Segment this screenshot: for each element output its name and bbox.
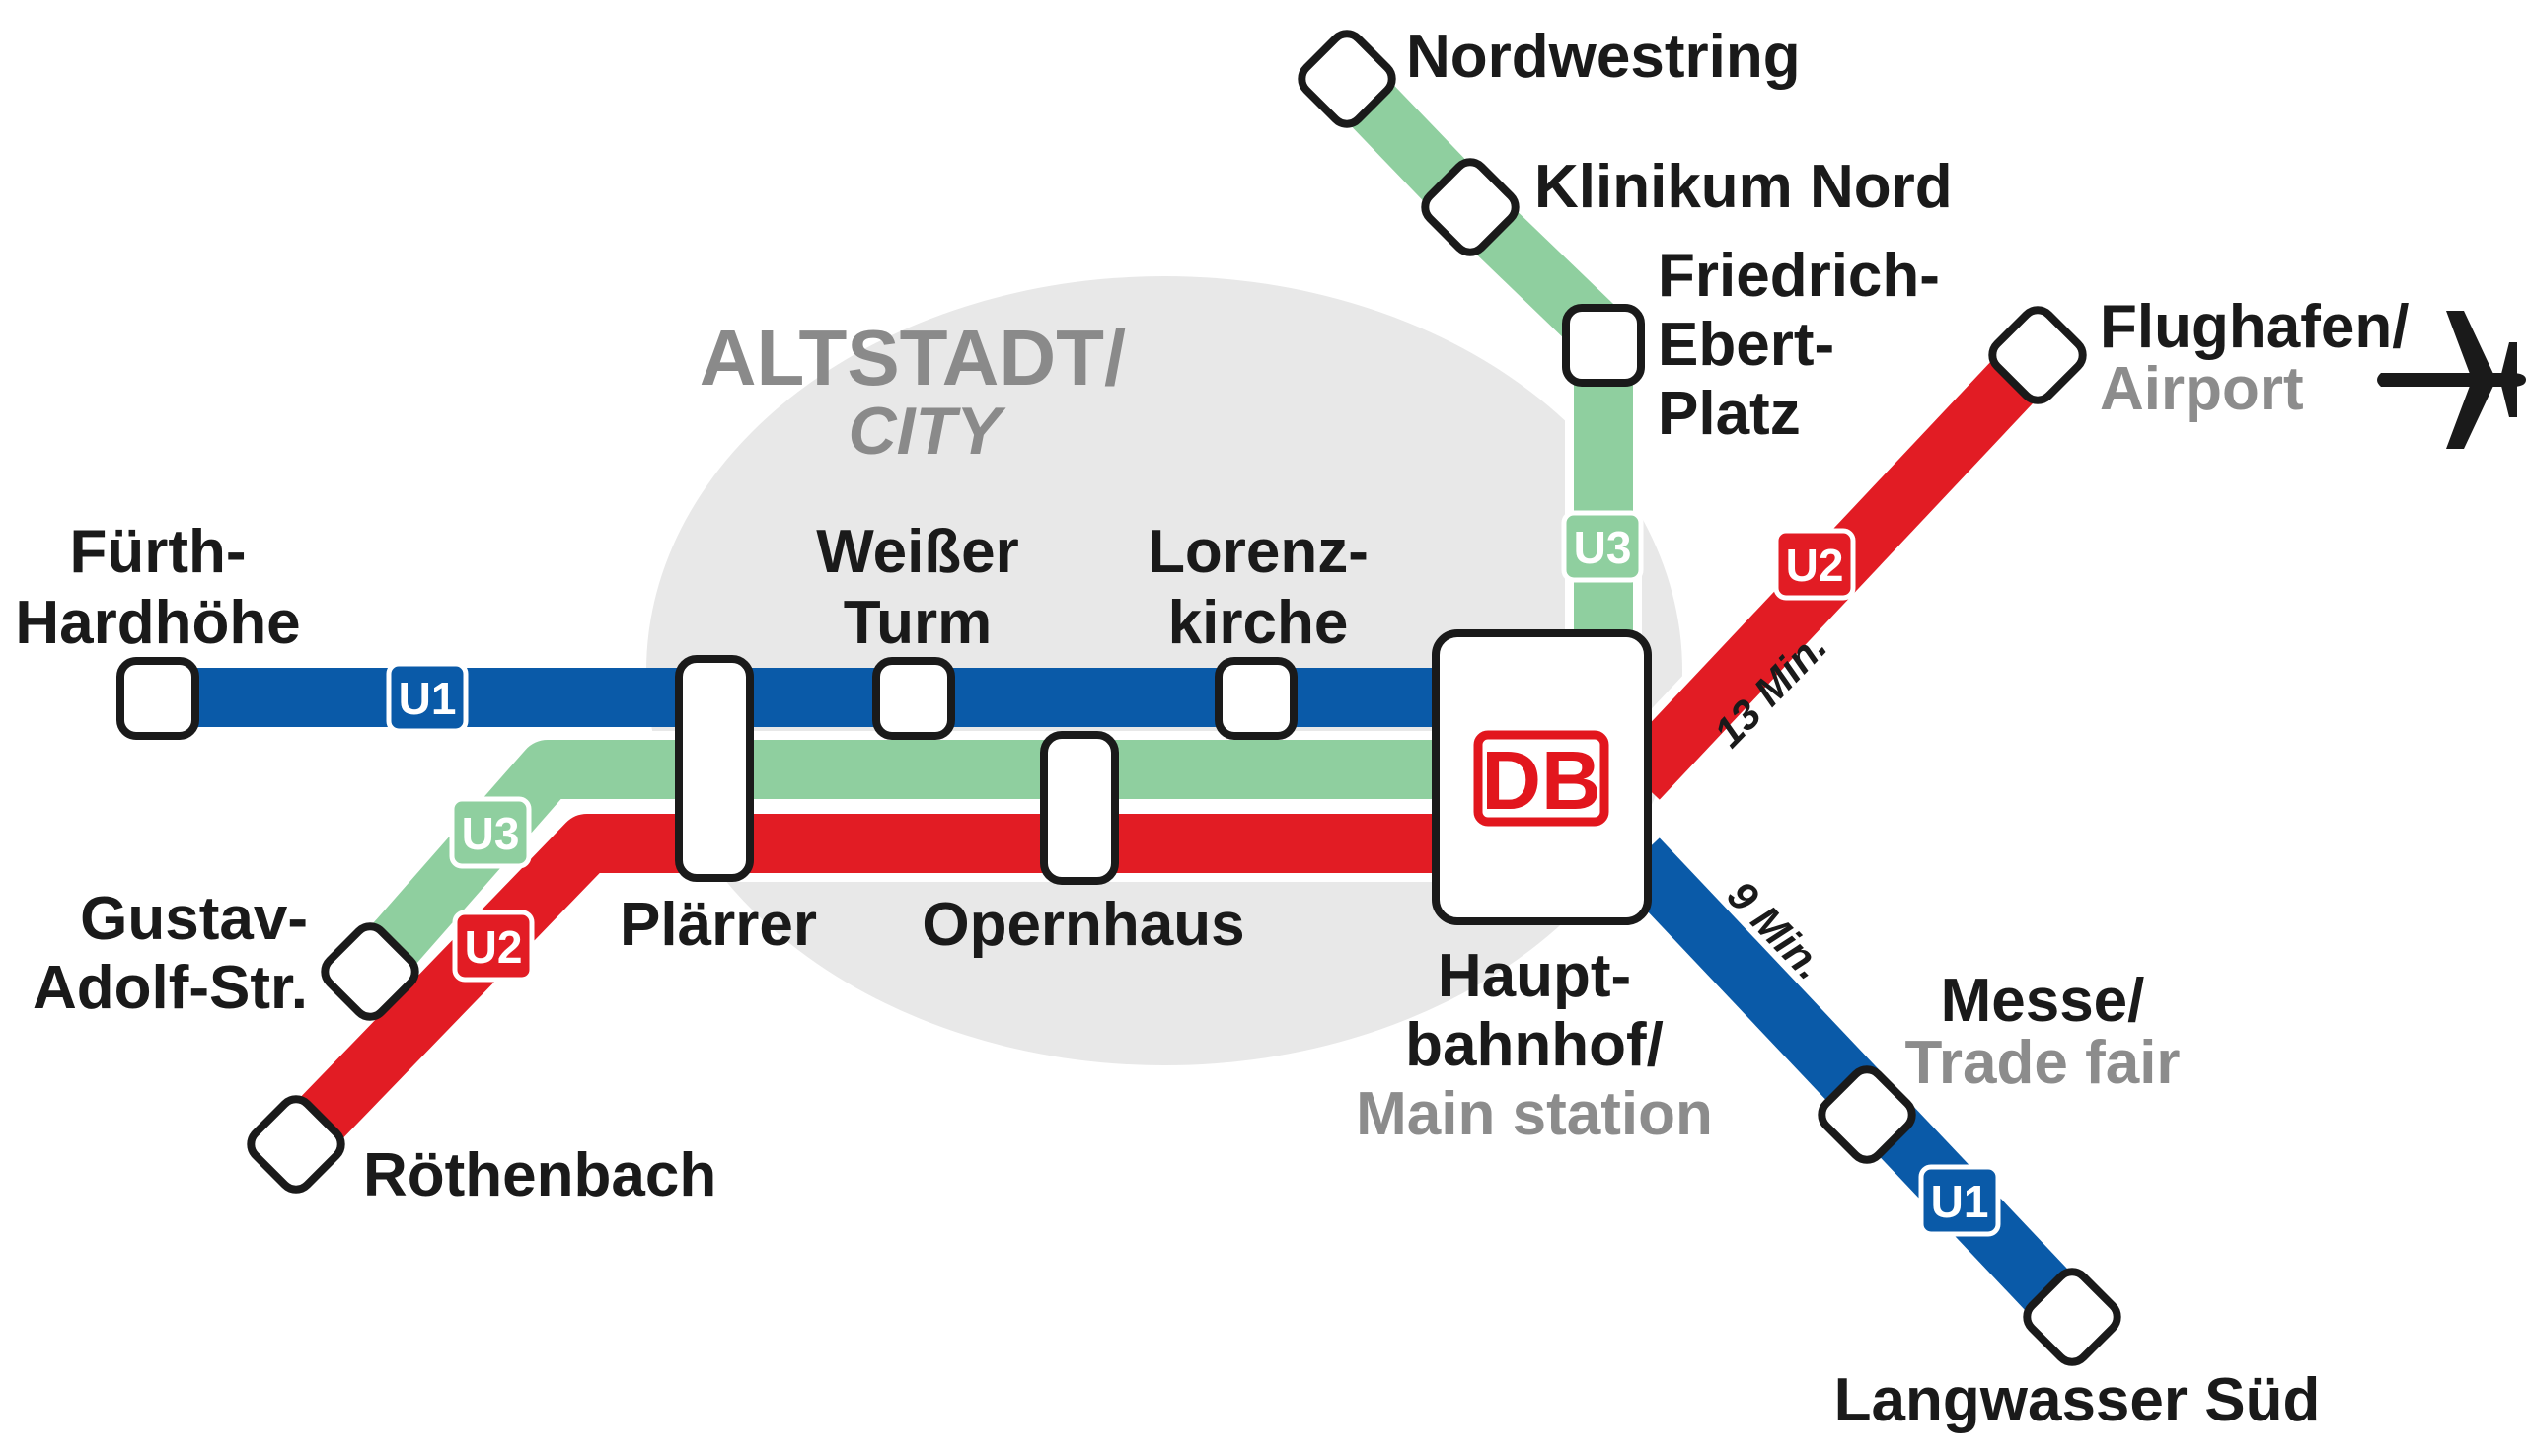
- station-marker-flughafen[interactable]: [1986, 304, 2090, 407]
- station-label-weisser-turm: Weißer Turm: [816, 518, 1019, 657]
- station-label-flughafen: Flughafen/ Airport: [2100, 293, 2409, 423]
- station-marker-langwasser-sued[interactable]: [2021, 1266, 2124, 1369]
- station-label-langwasser-sued: Langwasser Süd: [1834, 1366, 2321, 1434]
- svg-text:Adolf-Str.: Adolf-Str.: [33, 954, 308, 1022]
- station-marker-weisser-turm[interactable]: [872, 657, 955, 740]
- svg-text:Fürth-: Fürth-: [69, 518, 246, 586]
- badge-u2-east: U2: [1773, 528, 1856, 601]
- svg-text:U1: U1: [399, 673, 457, 724]
- badge-u2-west: U2: [452, 910, 535, 983]
- svg-text:Gustav-: Gustav-: [80, 885, 308, 953]
- svg-text:Turm: Turm: [844, 589, 992, 657]
- station-label-hauptbahnhof: Haupt- bahnhof/ Main station: [1356, 942, 1713, 1148]
- svg-text:Flughafen/: Flughafen/: [2100, 293, 2409, 361]
- badge-u3-north: U3: [1561, 510, 1644, 583]
- station-marker-lorenzkirche[interactable]: [1215, 657, 1298, 740]
- svg-text:Trade fair: Trade fair: [1904, 1029, 2180, 1097]
- station-label-friedrich-ebert-platz: Friedrich- Ebert- Platz: [1658, 242, 1940, 448]
- station-label-lorenzkirche: Lorenz- kirche: [1148, 518, 1369, 657]
- svg-text:bahnhof/: bahnhof/: [1405, 1011, 1664, 1079]
- svg-text:Lorenz-: Lorenz-: [1148, 518, 1369, 586]
- badge-u3-west: U3: [449, 796, 532, 869]
- station-marker-opernhaus[interactable]: [1040, 731, 1119, 885]
- svg-text:Airport: Airport: [2100, 355, 2304, 423]
- station-marker-friedrich-ebert-platz[interactable]: [1562, 304, 1645, 387]
- station-marker-nordwestring[interactable]: [1296, 28, 1399, 131]
- svg-text:Friedrich-: Friedrich-: [1658, 242, 1940, 310]
- station-label-nordwestring: Nordwestring: [1406, 23, 1801, 91]
- svg-text:U1: U1: [1931, 1176, 1989, 1227]
- district-sublabel: CITY: [849, 394, 1007, 469]
- badge-u1-south: U1: [1918, 1164, 2001, 1237]
- svg-text:U3: U3: [1574, 522, 1632, 573]
- station-label-opernhaus: Opernhaus: [922, 891, 1244, 959]
- station-marker-fuerth-hardhoehe[interactable]: [116, 657, 199, 740]
- station-label-klinikum-nord: Klinikum Nord: [1534, 153, 1953, 221]
- station-marker-plaerrer[interactable]: [675, 655, 754, 882]
- station-label-gustav-adolf-str: Gustav- Adolf-Str.: [33, 885, 308, 1022]
- svg-text:Platz: Platz: [1658, 380, 1801, 448]
- svg-text:DB: DB: [1481, 734, 1600, 827]
- svg-text:Messe/: Messe/: [1941, 967, 2145, 1035]
- station-label-plaerrer: Plärrer: [620, 891, 817, 959]
- airplane-icon: [2377, 311, 2526, 449]
- station-marker-klinikum-nord[interactable]: [1419, 156, 1523, 259]
- svg-text:U2: U2: [465, 921, 523, 973]
- svg-text:Weißer: Weißer: [816, 518, 1019, 586]
- station-marker-messe[interactable]: [1816, 1063, 1919, 1167]
- svg-text:U3: U3: [462, 808, 520, 859]
- svg-text:Ebert-: Ebert-: [1658, 311, 1834, 379]
- svg-text:Main station: Main station: [1356, 1080, 1713, 1148]
- svg-text:Haupt-: Haupt-: [1438, 942, 1631, 1010]
- station-label-roethenbach: Röthenbach: [363, 1141, 716, 1209]
- station-label-messe: Messe/ Trade fair: [1904, 967, 2180, 1097]
- svg-text:kirche: kirche: [1168, 589, 1349, 657]
- svg-text:Hardhöhe: Hardhöhe: [15, 589, 300, 657]
- db-logo: DB: [1473, 730, 1609, 827]
- station-label-fuerth-hardhoehe: Fürth- Hardhöhe: [15, 518, 300, 657]
- station-marker-gustav-adolf-str[interactable]: [319, 920, 422, 1024]
- svg-text:U2: U2: [1786, 540, 1844, 591]
- badge-u1-west: U1: [386, 661, 469, 734]
- station-marker-roethenbach[interactable]: [245, 1093, 348, 1197]
- district-label: ALTSTADT/: [700, 314, 1127, 401]
